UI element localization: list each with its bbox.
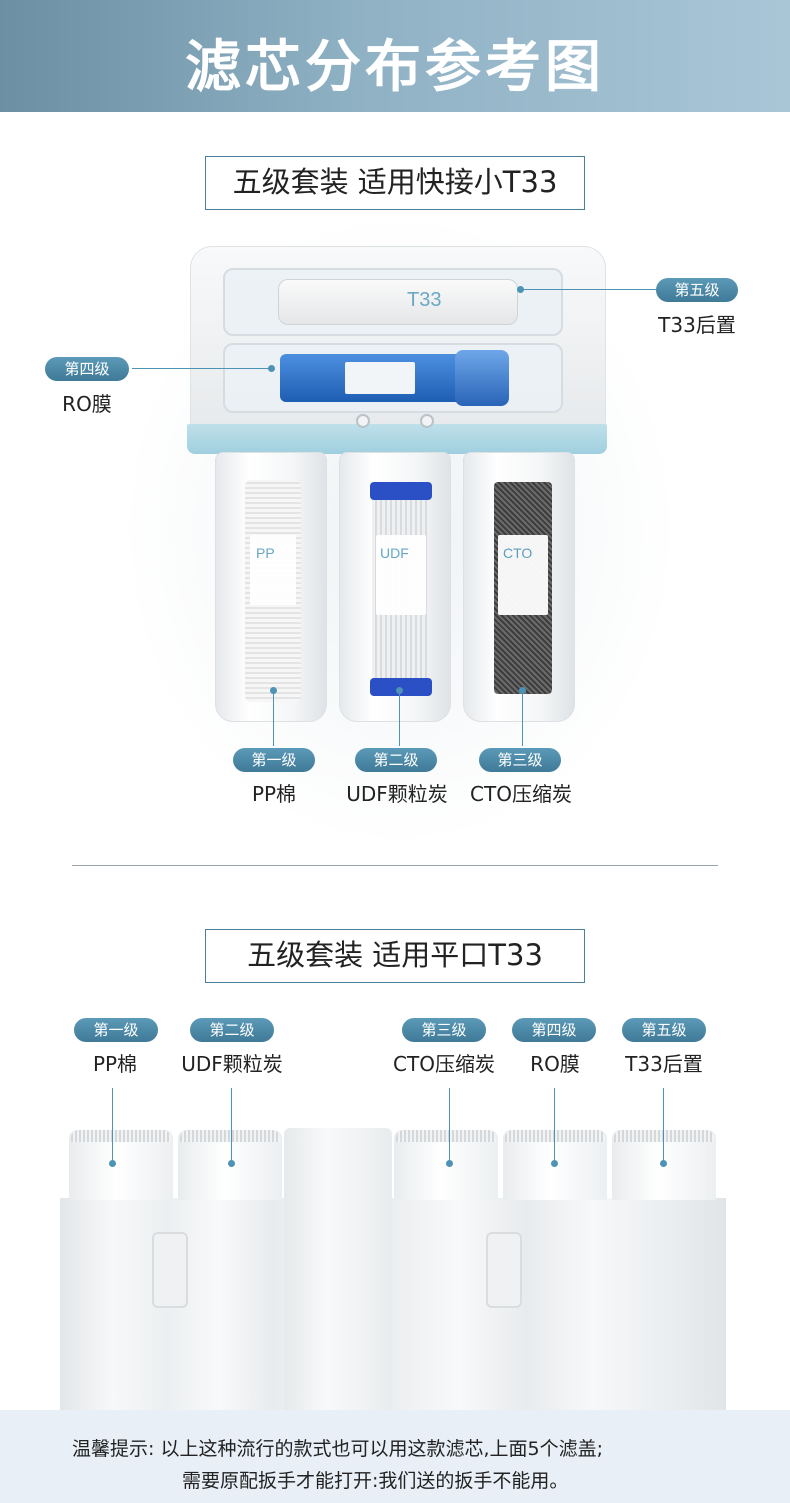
page-title: 滤芯分布参考图: [185, 35, 605, 100]
stage-label: T33后置: [625, 1052, 703, 1076]
t33-cartridge: T33: [278, 279, 518, 325]
stage-badge: 第三级: [402, 1018, 486, 1042]
stage-badge: 第二级: [355, 748, 437, 772]
stage-badge: 第一级: [233, 748, 315, 772]
stage-badge: 第一级: [74, 1018, 158, 1042]
stage-label: UDF颗粒炭: [346, 782, 448, 806]
stage-label: RO膜: [62, 392, 112, 416]
tip-line-1: 温馨提示: 以上这种流行的款式也可以用这款滤芯,上面5个滤盖;: [72, 1438, 603, 1460]
stage-label: CTO压缩炭: [393, 1052, 495, 1076]
stage-badge: 第五级: [656, 278, 738, 302]
tip-line-2: 需要原配扳手才能打开:我们送的扳手不能用。: [182, 1470, 569, 1492]
section-divider: [72, 865, 718, 866]
header-banner: 滤芯分布参考图: [0, 0, 790, 112]
stage-label: RO膜: [530, 1052, 580, 1076]
section1-title: 五级套装 适用快接小T33: [205, 156, 585, 210]
stage-badge: 第五级: [622, 1018, 706, 1042]
stage-label: PP棉: [251, 782, 297, 806]
stage-badge: 第二级: [190, 1018, 274, 1042]
stage-label: PP棉: [92, 1052, 138, 1076]
knob-icon: [420, 414, 434, 428]
tip-panel: [0, 1410, 790, 1503]
stage-label: UDF颗粒炭: [181, 1052, 283, 1076]
stage-label: T33后置: [658, 313, 736, 337]
knob-icon: [356, 414, 370, 428]
stage-badge: 第四级: [512, 1018, 596, 1042]
stage-label: CTO压缩炭: [470, 782, 572, 806]
stage-badge: 第四级: [45, 357, 129, 381]
stage-badge: 第三级: [479, 748, 561, 772]
section2-title: 五级套装 适用平口T33: [205, 929, 585, 983]
